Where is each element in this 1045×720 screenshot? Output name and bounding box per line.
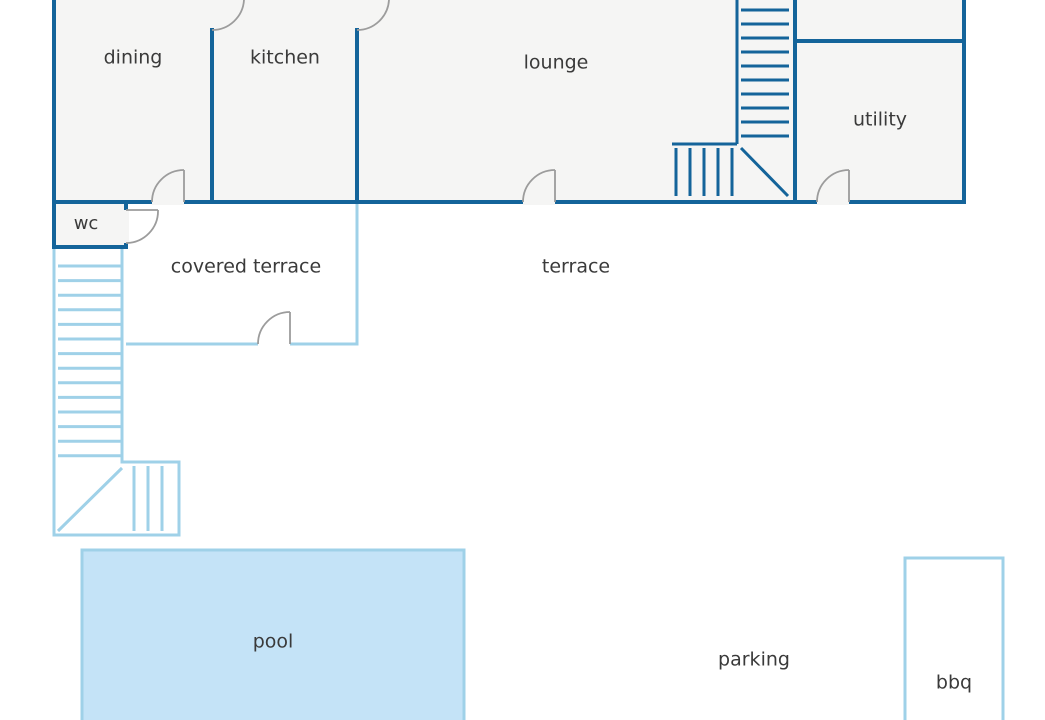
house-floor — [54, 0, 964, 202]
bbq-area — [903, 556, 1005, 720]
label-dining: dining — [104, 47, 163, 69]
label-wc: wc — [74, 213, 99, 234]
wc-floor — [54, 202, 126, 247]
doors — [123, 0, 850, 347]
label-utility: utility — [853, 109, 907, 131]
label-kitchen: kitchen — [250, 47, 320, 69]
pool-area — [80, 548, 466, 720]
covered-terrace-outline — [126, 202, 359, 346]
label-parking: parking — [718, 649, 790, 671]
outdoor-stair — [52, 247, 181, 537]
label-bbq: bbq — [936, 672, 972, 694]
label-pool: pool — [253, 631, 294, 653]
indoor-stair — [672, 0, 790, 198]
label-lounge: lounge — [524, 52, 589, 74]
label-covered-terrace: covered terrace — [171, 256, 321, 278]
house-walls — [52, 0, 966, 249]
label-terrace: terrace — [542, 256, 610, 278]
